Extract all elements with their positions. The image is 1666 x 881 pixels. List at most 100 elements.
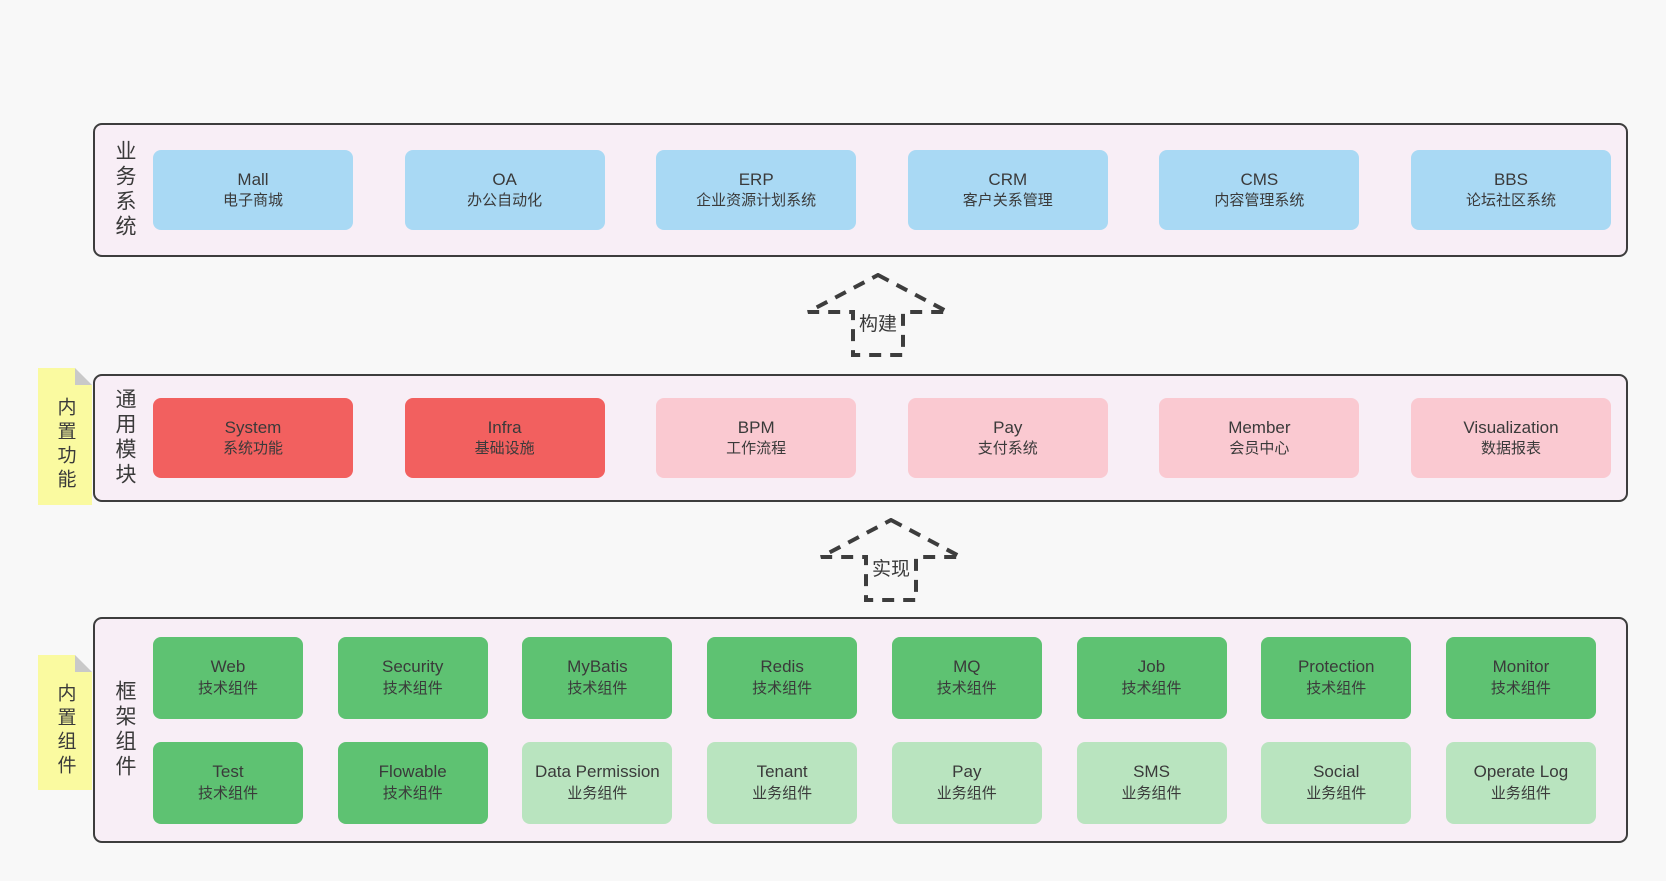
box-desc: 技术组件: [1490, 679, 1551, 697]
box-pay-biz: Pay 业务组件: [891, 741, 1042, 824]
sticky-text: 内置功能: [54, 396, 76, 493]
box-name: Pay: [993, 417, 1023, 437]
box-desc: 业务组件: [936, 784, 997, 802]
box-desc: 论坛社区系统: [1465, 192, 1556, 210]
box-protection: Protection 技术组件: [1261, 636, 1412, 719]
box-name: BPM: [737, 417, 775, 437]
box-sms: SMS 业务组件: [1076, 741, 1227, 824]
box-name: Protection: [1297, 657, 1375, 677]
box-name: Job: [1137, 657, 1166, 677]
sticky-text: 内置组件: [54, 682, 76, 779]
box-desc: 业务组件: [1121, 784, 1182, 802]
box-desc: 支付系统: [977, 440, 1038, 458]
box-name: Security: [381, 657, 444, 677]
arrow-implement: 实现: [819, 518, 963, 602]
box-desc: 会员中心: [1229, 440, 1290, 458]
arrow-implement-label: 实现: [819, 554, 963, 581]
box-name: ERP: [738, 169, 774, 189]
box-name: Mall: [237, 169, 269, 189]
box-mq: MQ 技术组件: [891, 636, 1042, 719]
box-desc: 技术组件: [567, 679, 628, 697]
box-name: CRM: [988, 169, 1028, 189]
box-member: Member 会员中心: [1159, 398, 1360, 478]
box-mall: Mall 电子商城: [153, 150, 353, 230]
arrow-implement-text: 实现: [869, 559, 912, 580]
box-desc: 工作流程: [726, 440, 787, 458]
dashed-up-arrow-icon: [807, 273, 949, 357]
section-framework-label: 框架组件: [113, 680, 136, 780]
box-desc: 办公自动化: [467, 192, 543, 210]
box-name: MyBatis: [567, 657, 628, 677]
box-desc: 电子商城: [222, 192, 283, 210]
box-desc: 基础设施: [474, 440, 535, 458]
box-bpm: BPM 工作流程: [656, 398, 857, 478]
box-test: Test 技术组件: [153, 741, 303, 824]
box-name: Web: [210, 657, 246, 677]
box-name: Pay: [952, 762, 982, 782]
box-desc: 技术组件: [382, 784, 443, 802]
box-desc: 技术组件: [752, 679, 813, 697]
box-desc: 技术组件: [936, 679, 997, 697]
arrow-build-text: 构建: [856, 314, 899, 335]
box-monitor: Monitor 技术组件: [1445, 636, 1596, 719]
box-desc: 业务组件: [1490, 784, 1551, 802]
box-desc: 技术组件: [1306, 679, 1367, 697]
box-name: OA: [492, 169, 517, 189]
box-redis: Redis 技术组件: [707, 636, 858, 719]
box-name: Flowable: [378, 762, 447, 782]
box-name: SMS: [1133, 762, 1170, 782]
box-name: Data Permission: [535, 762, 660, 782]
box-name: Redis: [760, 657, 804, 677]
box-mybatis: MyBatis 技术组件: [522, 636, 673, 719]
box-data-permission: Data Permission 业务组件: [522, 741, 673, 824]
box-desc: 业务组件: [567, 784, 628, 802]
dashed-up-arrow-icon: [820, 518, 962, 602]
box-web: Web 技术组件: [153, 636, 303, 719]
box-bbs: BBS 论坛社区系统: [1410, 150, 1611, 230]
box-name: Monitor: [1492, 657, 1550, 677]
box-name: Visualization: [1463, 417, 1559, 437]
box-name: Member: [1228, 417, 1291, 437]
box-name: CMS: [1240, 169, 1279, 189]
box-desc: 业务组件: [1306, 784, 1367, 802]
box-visualization: Visualization 数据报表: [1410, 398, 1611, 478]
box-security: Security 技术组件: [337, 636, 488, 719]
section-common-modules: 通用模块 System 系统功能 Infra 基础设施 BPM 工作流程 Pay…: [93, 374, 1628, 502]
box-name: Infra: [487, 417, 522, 437]
box-tenant: Tenant 业务组件: [707, 741, 858, 824]
box-oa: OA 办公自动化: [404, 150, 605, 230]
box-name: System: [224, 417, 282, 437]
box-desc: 客户关系管理: [962, 192, 1053, 210]
box-name: Social: [1313, 762, 1360, 782]
box-operate-log: Operate Log 业务组件: [1445, 741, 1596, 824]
box-desc: 技术组件: [197, 679, 258, 697]
box-social: Social 业务组件: [1261, 741, 1412, 824]
framework-row-1: Web 技术组件 Security 技术组件 MyBatis 技术组件 Redi…: [153, 636, 1596, 719]
box-name: MQ: [953, 657, 981, 677]
module-boxes: System 系统功能 Infra 基础设施 BPM 工作流程 Pay 支付系统…: [153, 398, 1626, 478]
box-desc: 系统功能: [222, 440, 283, 458]
box-name: Test: [212, 762, 244, 782]
box-system: System 系统功能: [153, 398, 353, 478]
box-job: Job 技术组件: [1076, 636, 1227, 719]
arrow-build: 构建: [806, 273, 950, 357]
box-flowable: Flowable 技术组件: [337, 741, 488, 824]
section-modules-label: 通用模块: [113, 388, 136, 488]
box-pay: Pay 支付系统: [907, 398, 1108, 478]
sticky-note-builtin-features: 内置功能: [38, 368, 92, 505]
box-desc: 技术组件: [1121, 679, 1182, 697]
box-name: Operate Log: [1473, 762, 1569, 782]
box-desc: 企业资源计划系统: [696, 192, 817, 210]
arrow-build-label: 构建: [806, 309, 950, 336]
box-desc: 数据报表: [1480, 440, 1541, 458]
box-cms: CMS 内容管理系统: [1159, 150, 1360, 230]
box-desc: 技术组件: [197, 784, 258, 802]
business-boxes: Mall 电子商城 OA 办公自动化 ERP 企业资源计划系统 CRM 客户关系…: [153, 150, 1626, 230]
section-business-label: 业务系统: [113, 140, 136, 240]
box-erp: ERP 企业资源计划系统: [656, 150, 857, 230]
box-name: Tenant: [756, 762, 808, 782]
framework-rows: Web 技术组件 Security 技术组件 MyBatis 技术组件 Redi…: [153, 636, 1626, 824]
box-name: BBS: [1493, 169, 1528, 189]
box-desc: 内容管理系统: [1214, 192, 1305, 210]
